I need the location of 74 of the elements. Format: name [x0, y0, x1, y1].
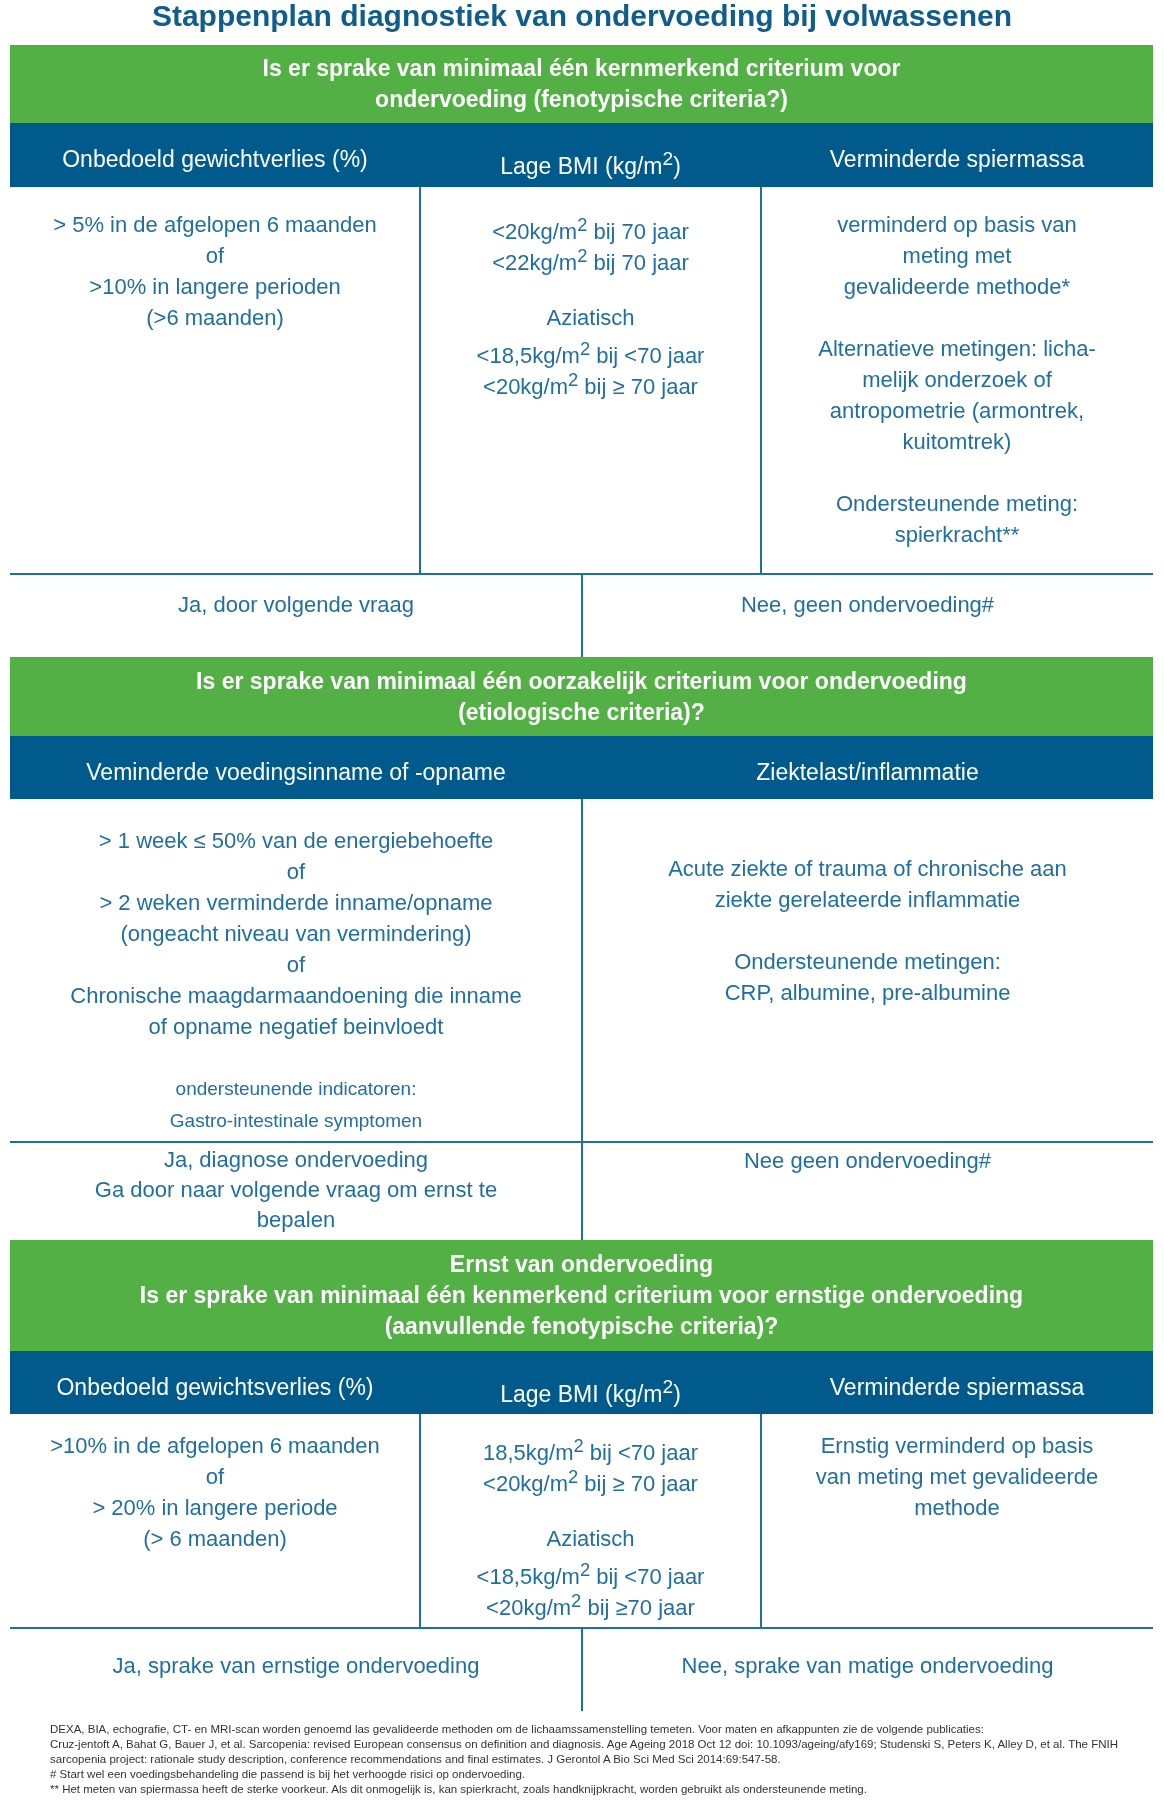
column-heading: Onbedoeld gewichtsverlies (%): [55, 1373, 375, 1402]
answer-text: Ja, sprake van ernstige ondervoeding: [111, 1652, 481, 1680]
question-text: Is er sprake van minimaal één kenmerkend criterium voor ernstige ondervoeding (aanvullende fenotypische criteria)?: [138, 1281, 1025, 1341]
cell-text: > 20% in langere periode: [91, 1494, 339, 1522]
footnote: # Start wel een voedingsbehandeling die passend is bij het verhoogde risici op ondervoeding.: [50, 1767, 526, 1782]
question-band: [10, 1240, 1153, 1351]
cell-text: (ongeacht niveau van vermindering): [119, 920, 473, 948]
cell-text: > 2 weken verminderde inname/opname: [98, 889, 494, 917]
cell-text: van meting met gevalideerde: [814, 1463, 1100, 1491]
cell-text: >10% in de afgelopen 6 maanden: [49, 1432, 381, 1460]
cell-text: >10% in langere perioden: [88, 273, 342, 301]
cell-text: Aziatisch: [545, 304, 636, 332]
cell-text: <20kg/m$^{2}$ bij ≥70 jaar: [485, 1589, 696, 1623]
answer-text: Ga door naar volgende vraag om ernst te: [93, 1176, 499, 1204]
cell-text: meting met: [901, 242, 1013, 270]
column-heading: Ziektelast/inflammatie: [755, 758, 980, 787]
cell-text: (>6 maanden): [145, 304, 285, 332]
column-heading: Lage BMI (kg/m$^{2}$): [499, 1375, 682, 1409]
cell-text: Gastro-intestinale symptomen: [168, 1109, 424, 1133]
cell-text: <18,5kg/m$^{2}$ bij <70 jaar: [475, 337, 706, 371]
cell-text: <20kg/m$^{2}$ bij ≥ 70 jaar: [482, 1465, 699, 1499]
column-heading: Onbedoeld gewichtverlies (%): [61, 145, 369, 174]
cell-text: spierkracht**: [893, 521, 1021, 549]
footnote: Cruz-jentoft A, Bahat G, Bauer J, et al. Sarcopenia: revised European consensus on definition and diagnosis. Age Ageing 2018 Oct 12 doi: 10.1093/ageing/afy169; Studenski S, Peters K, Alley D, et al. The FNIH sarcopenia project: rationale study description, conference recommendations and final estimates. J Gerontol A Bio Sci Med Sci 2014:69:547-58.: [50, 1737, 1120, 1767]
cell-text: <20kg/m$^{2}$ bij ≥ 70 jaar: [482, 368, 699, 402]
title: Stappenplan diagnostiek van ondervoeding bij volwassenen: [150, 0, 1014, 34]
cell-text: <18,5kg/m$^{2}$ bij <70 jaar: [475, 1558, 706, 1592]
cell-text: gevalideerde methode*: [842, 273, 1072, 301]
answer-text: Ja, door volgende vraag: [176, 591, 416, 619]
cell-text: Ernstig verminderd op basis: [819, 1432, 1095, 1460]
cell-text: > 5% in de afgelopen 6 maanden: [52, 211, 378, 239]
column-heading: Verminderde spiermassa: [828, 145, 1086, 174]
cell-text: <20kg/m$^{2}$ bij 70 jaar: [491, 213, 690, 247]
cell-text: of: [204, 1463, 226, 1491]
cell-text: of: [285, 951, 307, 979]
header-bar: [10, 1351, 1153, 1414]
question-band: [10, 657, 1153, 736]
cell-text: Acute ziekte of trauma of chronische aan: [667, 855, 1068, 883]
cell-text: Alternatieve metingen: licha-: [817, 335, 1097, 363]
answer-text: Ja, diagnose ondervoeding: [162, 1146, 430, 1174]
cell-text: ondersteunende indicatoren:: [174, 1077, 418, 1101]
cell-text: antropometrie (armontrek,: [828, 397, 1086, 425]
cell-text: of opname negatief beinvloedt: [147, 1013, 445, 1041]
answer-text: Nee geen ondervoeding#: [742, 1147, 993, 1175]
cell-text: CRP, albumine, pre-albumine: [723, 979, 1012, 1007]
answer-text: Nee, geen ondervoeding#: [739, 591, 996, 619]
cell-text: Ondersteunende meting:: [834, 490, 1080, 518]
cell-text: Chronische maagdarmaandoening die inname: [69, 982, 523, 1010]
cell-text: methode: [913, 1494, 1001, 1522]
cell-text: Ondersteunende metingen:: [733, 948, 1002, 976]
cell-text: of: [285, 858, 307, 886]
question-text: Ernst van ondervoeding: [448, 1250, 715, 1279]
footnote: DEXA, BIA, echografie, CT- en MRI-scan worden genoemd las gevalideerde methoden om de lichaamssamenstelling temeten. Voor maten en afkappunten zie de volgende publicaties:: [50, 1722, 985, 1737]
column-heading: Lage BMI (kg/m$^{2}$): [499, 147, 682, 181]
answer-text: Nee, sprake van matige ondervoeding: [680, 1652, 1055, 1680]
cell-text: melijk onderzoek of: [861, 366, 1053, 394]
cell-text: of: [204, 242, 226, 270]
cell-text: verminderd op basis van: [836, 211, 1078, 239]
footnote: ** Het meten van spiermassa heeft de sterke voorkeur. Als dit onmogelijk is, kan spierkracht, zoals handknijpkracht, worden gebruikt als ondersteunende meting.: [50, 1782, 868, 1797]
cell-text: (> 6 maanden): [142, 1525, 288, 1553]
header-bar: [10, 123, 1153, 187]
column-heading: Veminderde voedingsinname of -opname: [85, 758, 507, 787]
question-band: [10, 45, 1153, 123]
cell-text: kuitomtrek): [901, 428, 1013, 456]
cell-text: Aziatisch: [545, 1525, 636, 1553]
cell-text: <22kg/m$^{2}$ bij 70 jaar: [491, 244, 690, 278]
cell-text: ziekte gerelateerde inflammatie: [713, 886, 1022, 914]
cell-text: > 1 week ≤ 50% van de energiebehoefte: [97, 827, 495, 855]
column-heading: Verminderde spiermassa: [828, 1373, 1086, 1402]
cell-text: 18,5kg/m$^{2}$ bij <70 jaar: [481, 1434, 700, 1468]
question-text: Is er sprake van minimaal één oorzakelijk criterium voor ondervoeding (etiologische criteria)?: [195, 666, 968, 727]
question-text: Is er sprake van minimaal één kernmerkend criterium voor ondervoeding (fenotypische criteria?): [261, 54, 902, 114]
header-bar: [10, 736, 1153, 799]
answer-text: bepalen: [255, 1206, 337, 1234]
